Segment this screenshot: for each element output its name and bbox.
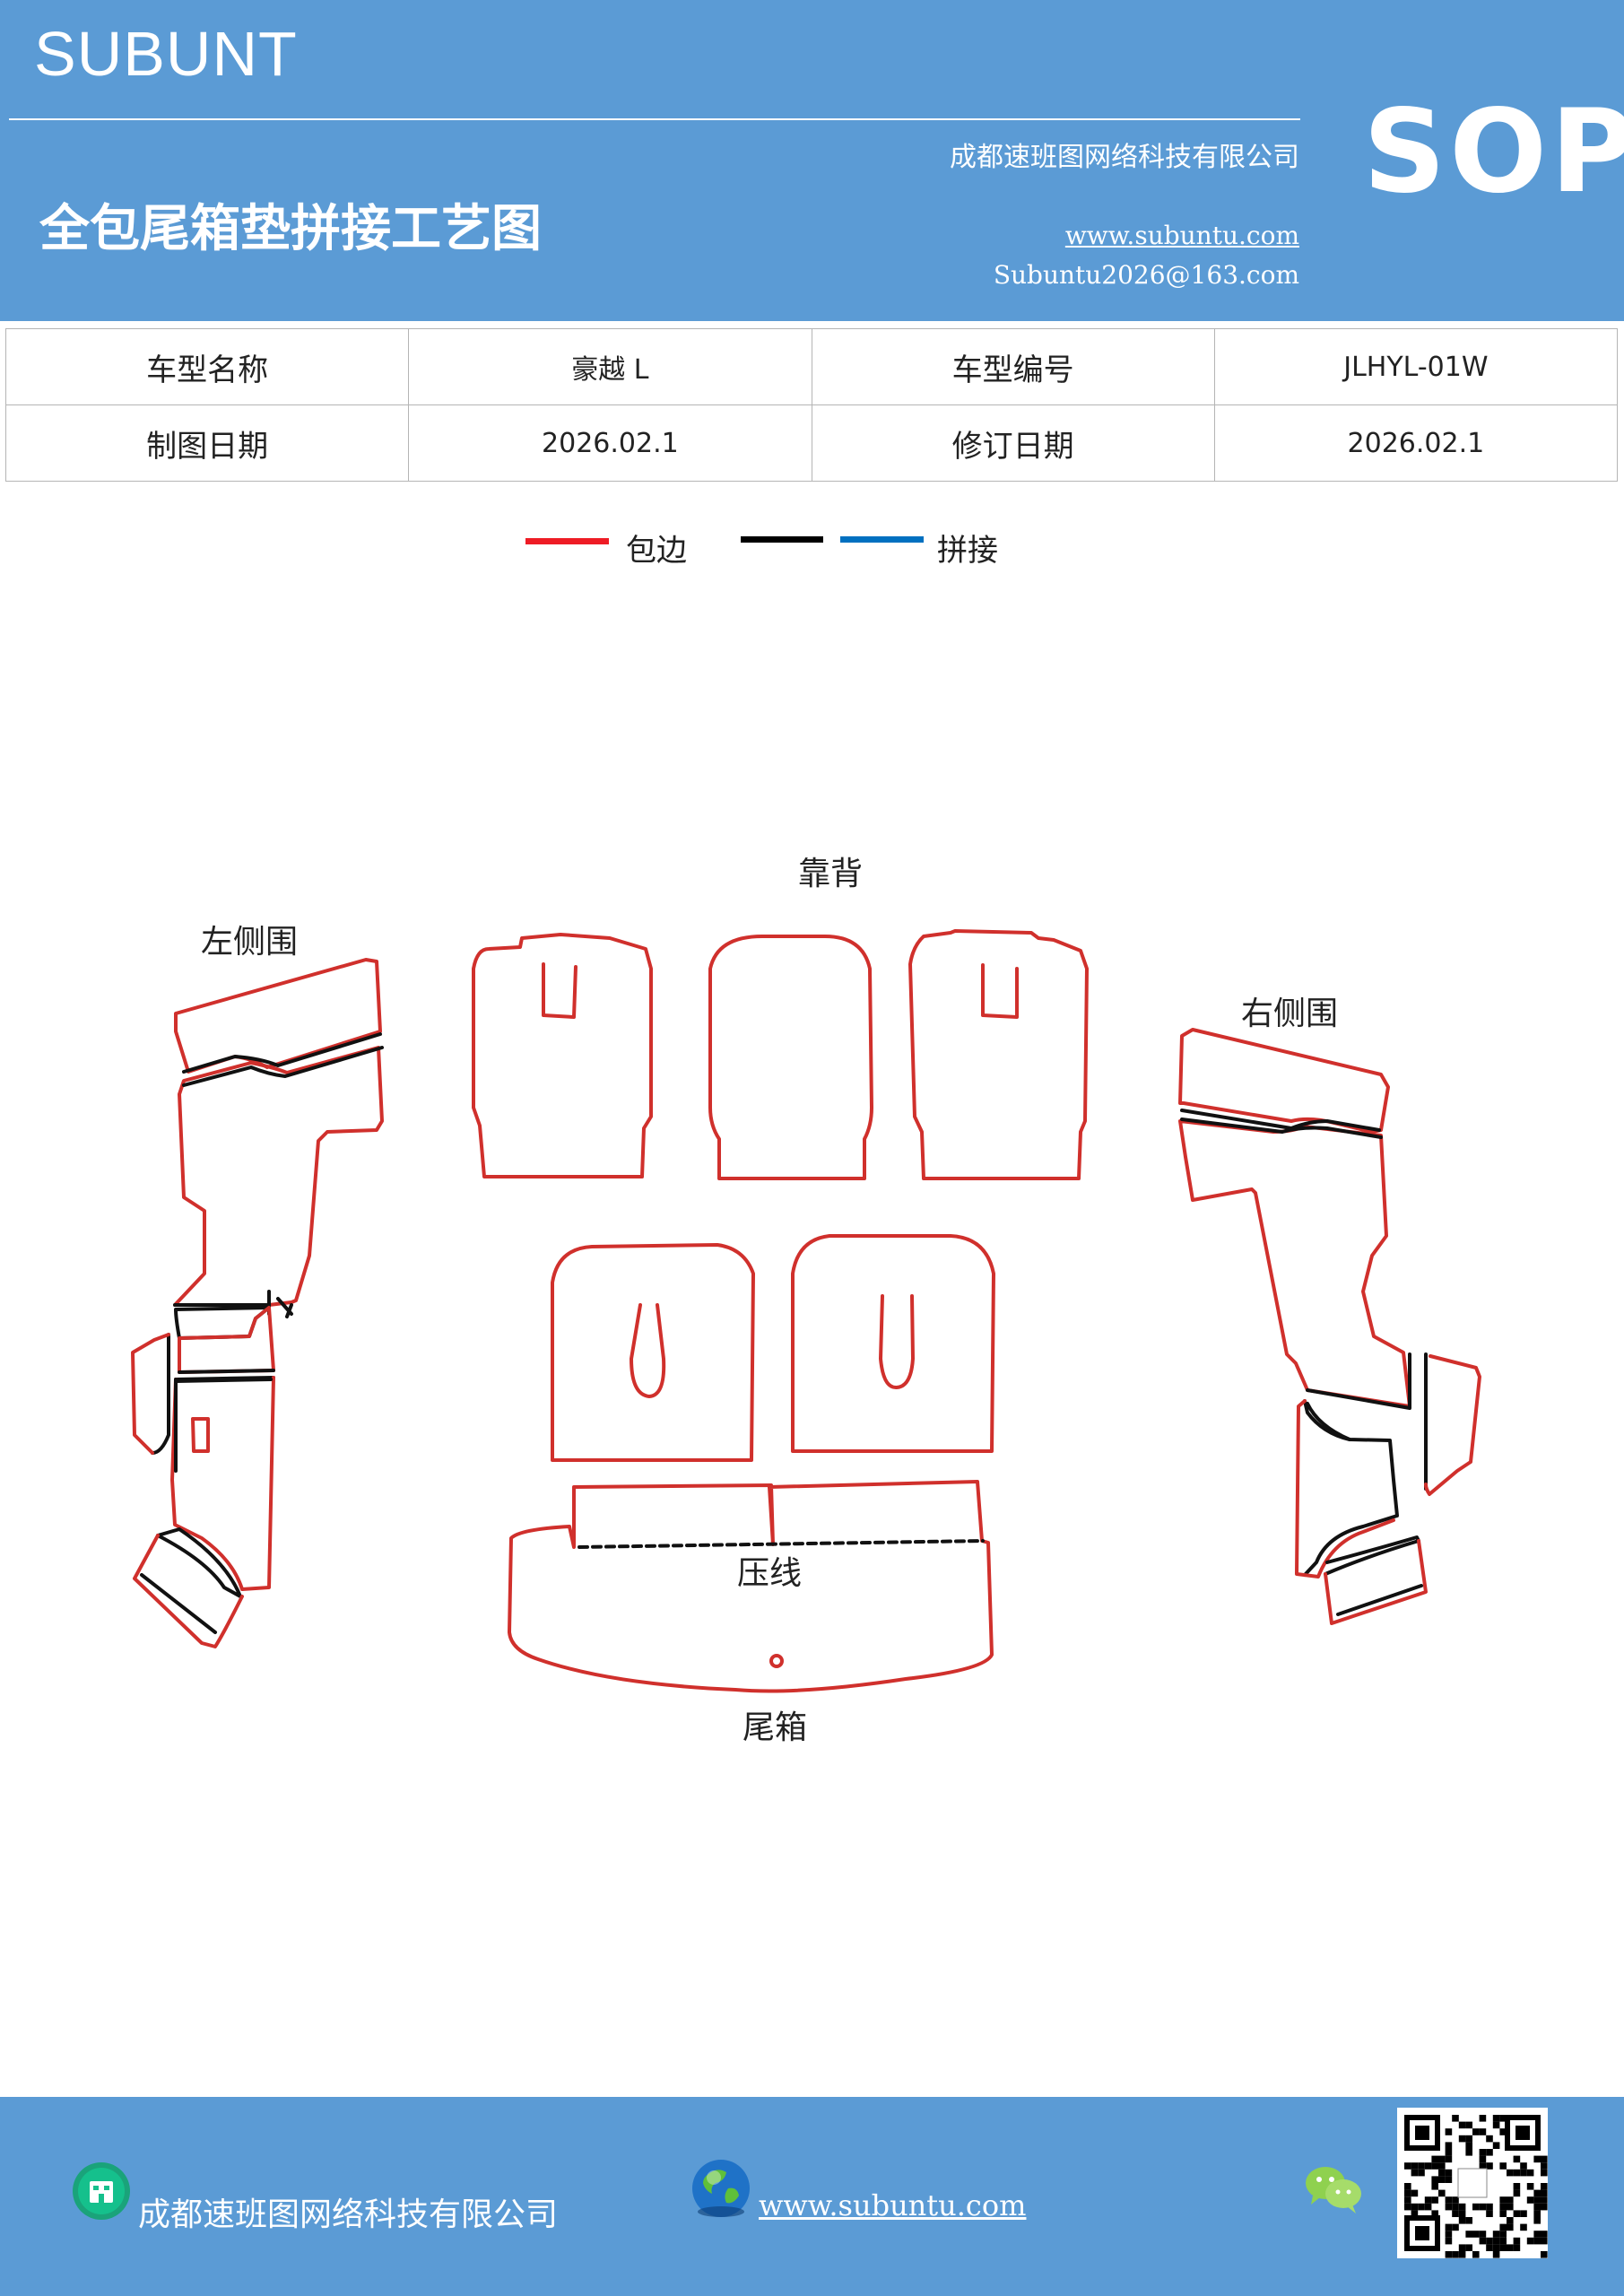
- qr-code: [1397, 2108, 1548, 2258]
- label-press-line: 压线: [737, 1555, 802, 1592]
- qr-code-graphic: [1397, 2108, 1548, 2258]
- sop-badge: SOP: [1363, 85, 1624, 219]
- vehicle-info-table: 车型名称 豪越 L 车型编号 JLHYL-01W 制图日期 2026.02.1 …: [4, 328, 1619, 482]
- value-vehicle-code: JLHYL-01W: [1213, 328, 1619, 405]
- backrest-left-piece: [472, 933, 653, 1178]
- footer-company: 成都速班图网络科技有限公司: [138, 2196, 559, 2233]
- document-title: 全包尾箱垫拼接工艺图: [39, 200, 542, 258]
- left-side-seams: [173, 1032, 384, 1318]
- right-side-seams: [1180, 1109, 1411, 1410]
- label-draw-date: 制图日期: [4, 404, 410, 482]
- header-company: 成都速班图网络科技有限公司: [950, 142, 1299, 173]
- legend-swatch-black: [741, 536, 823, 543]
- legend-label-edge: 包边: [626, 533, 687, 569]
- label-revise-date: 修订日期: [811, 404, 1215, 482]
- value-revise-date: 2026.02.1: [1213, 404, 1619, 482]
- header-divider: [9, 118, 1300, 120]
- legend-label-seam: 拼接: [937, 533, 998, 569]
- label-backrest: 靠背: [798, 856, 863, 892]
- press-line: [578, 1539, 985, 1549]
- value-draw-date: 2026.02.1: [408, 404, 812, 482]
- table-row: 车型名称 豪越 L 车型编号 JLHYL-01W: [4, 328, 1619, 405]
- globe-icon: [692, 2160, 750, 2217]
- brand-name: SUBUNT: [34, 19, 298, 89]
- backrest-right-piece: [908, 929, 1089, 1180]
- header-banner: SUBUNT 成都速班图网络科技有限公司 全包尾箱垫拼接工艺图 www.subu…: [0, 0, 1624, 321]
- table-row: 制图日期 2026.02.1 修订日期 2026.02.1: [4, 404, 1619, 482]
- wechat-icon: [1306, 2167, 1361, 2213]
- trunk-piece: [508, 1480, 994, 1693]
- label-right-side: 右侧围: [1241, 996, 1338, 1032]
- left-side-lower-pieces: [131, 1306, 275, 1648]
- label-trunk: 尾箱: [743, 1709, 807, 1746]
- building-icon: [73, 2162, 130, 2220]
- legend-swatch-edge: [525, 538, 609, 544]
- right-side-upper-piece: [1178, 1028, 1411, 1408]
- left-side-upper-piece: [173, 958, 384, 1307]
- value-vehicle-name: 豪越 L: [408, 328, 812, 405]
- header-website-link[interactable]: www.subuntu.com: [1064, 221, 1299, 250]
- legend-swatch-seam: [840, 536, 924, 543]
- seat-left-piece: [551, 1243, 755, 1462]
- backrest-center-piece: [708, 935, 873, 1180]
- seat-right-piece: [791, 1234, 995, 1453]
- header-email: Subuntu2026@163.com: [993, 260, 1299, 290]
- label-left-side: 左侧围: [201, 924, 298, 961]
- label-vehicle-name: 车型名称: [4, 328, 410, 405]
- footer-website-link[interactable]: www.subuntu.com: [759, 2188, 1027, 2222]
- right-side-lower-pieces: [1295, 1352, 1481, 1625]
- label-vehicle-code: 车型编号: [811, 328, 1215, 405]
